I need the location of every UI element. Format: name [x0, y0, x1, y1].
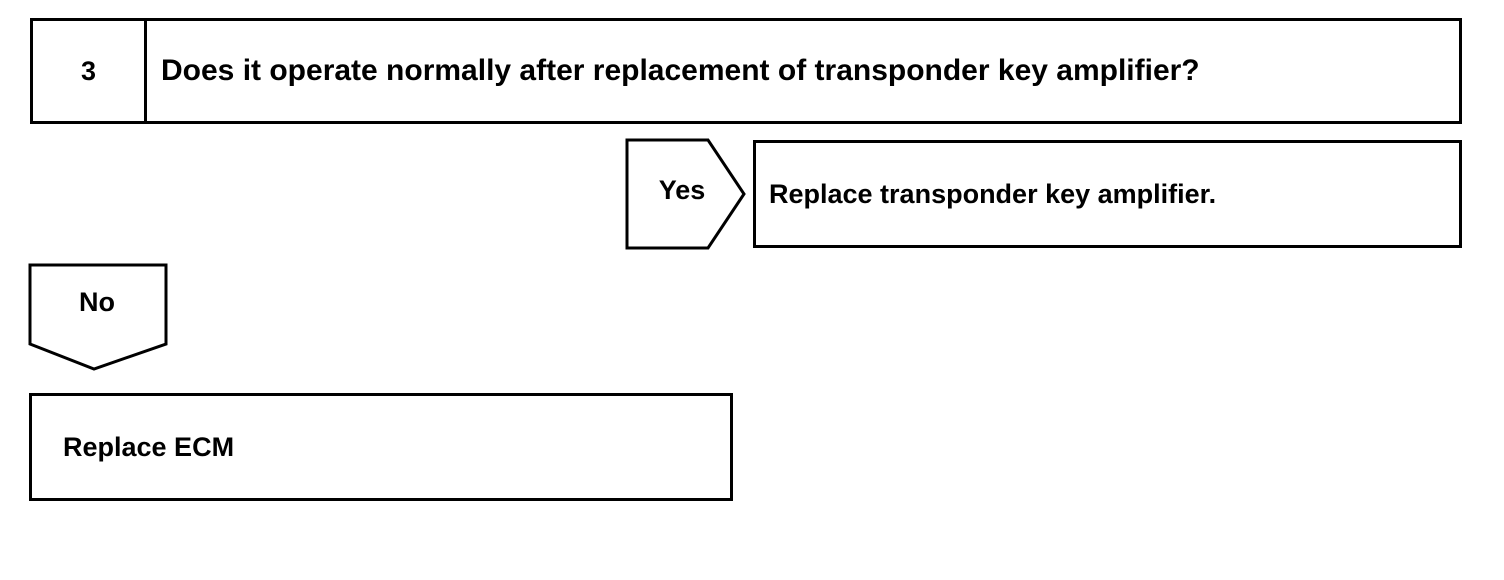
no-action-box: Replace ECM — [29, 393, 733, 501]
yes-arrow — [625, 138, 746, 250]
no-action-text: Replace ECM — [63, 431, 235, 462]
no-arrow — [28, 263, 168, 371]
yes-action-text: Replace transponder key amplifier. — [769, 178, 1217, 209]
step-question-box: 3 Does it operate normally after replace… — [30, 18, 1462, 124]
step-question: Does it operate normally after replaceme… — [161, 54, 1200, 87]
yes-label: Yes — [658, 175, 706, 205]
yes-action-box: Replace transponder key amplifier. — [753, 140, 1462, 248]
step-number: 3 — [33, 21, 147, 121]
no-label: No — [79, 287, 115, 317]
